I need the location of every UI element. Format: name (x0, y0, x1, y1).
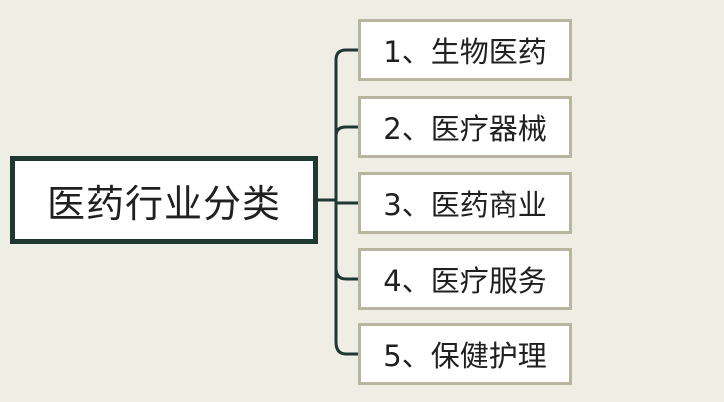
child-label-5: 5、保健护理 (383, 339, 547, 373)
connector-branch-4 (334, 266, 360, 281)
root-label: 医药行业分类 (46, 181, 281, 226)
child-node-2: 2、医疗器械 (358, 96, 572, 158)
child-node-3: 3、医药商业 (358, 172, 572, 234)
connector-trunk (334, 48, 348, 356)
child-node-4: 4、医疗服务 (358, 248, 572, 310)
connector-branch-2 (334, 125, 360, 138)
child-label-1: 1、生物医药 (383, 35, 547, 69)
child-node-1: 1、生物医药 (358, 19, 572, 81)
child-label-4: 4、医疗服务 (383, 264, 547, 298)
root-node: 医药行业分类 (10, 156, 318, 244)
child-label-2: 2、医疗器械 (383, 112, 547, 146)
child-node-5: 5、保健护理 (358, 323, 572, 385)
child-label-3: 3、医药商业 (383, 188, 547, 222)
